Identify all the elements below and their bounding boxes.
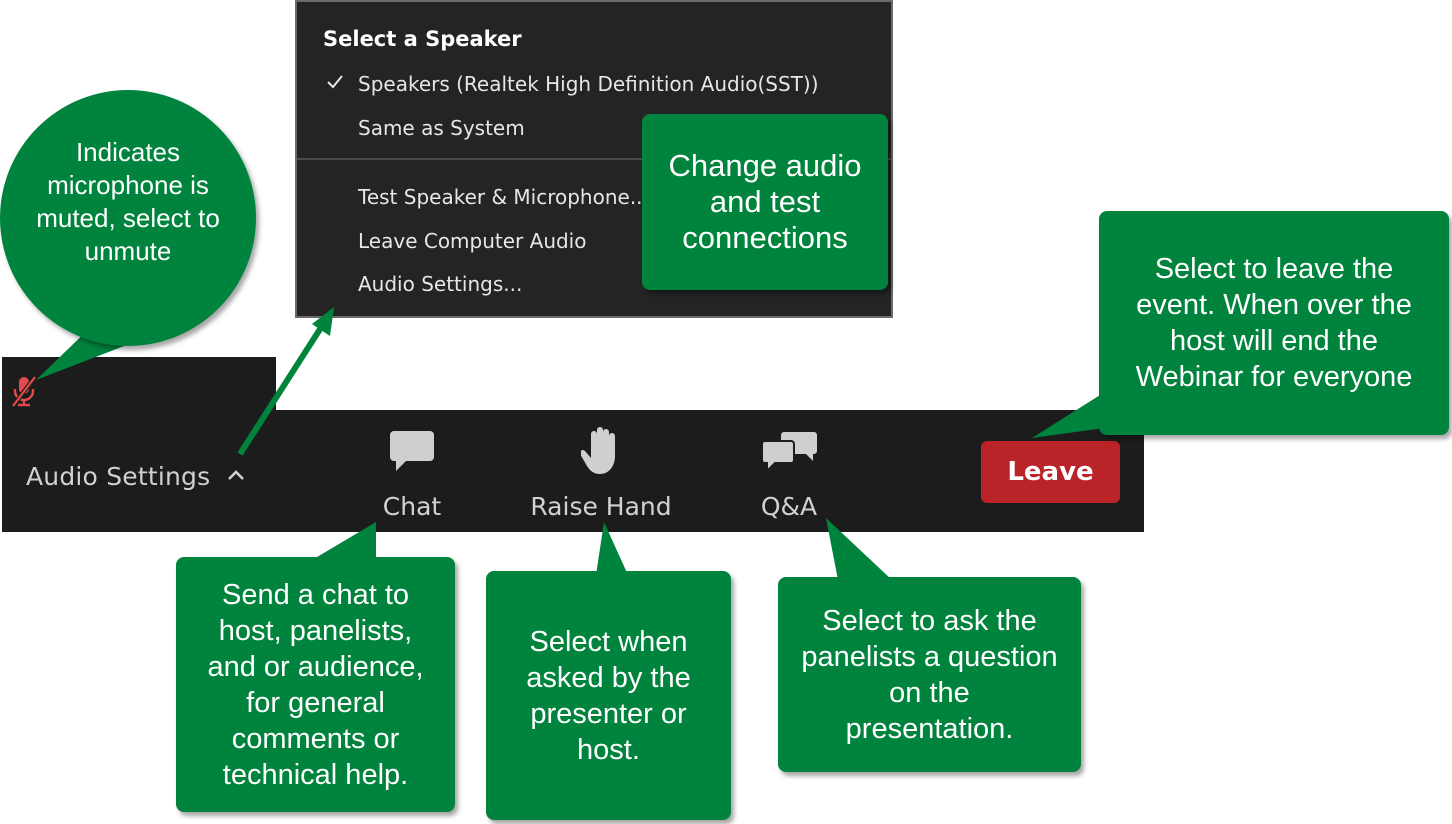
- callout-line: connections: [682, 220, 848, 255]
- leave-callout: Select to leave the event. When over the…: [1099, 211, 1449, 435]
- callout-line: muted, select: [36, 203, 191, 233]
- participant-video-strip: [2, 357, 276, 413]
- callout-line: comments or: [231, 722, 400, 755]
- callout-line: host.: [577, 733, 640, 766]
- callout-line: host will end the: [1170, 325, 1378, 357]
- callout-line: and or audience,: [207, 650, 424, 683]
- callout-line: technical help.: [222, 758, 409, 791]
- leave-button[interactable]: Leave: [981, 441, 1120, 503]
- callout-line: Change audio: [668, 148, 862, 183]
- raise-hand-callout: Select when asked by the presenter or ho…: [486, 571, 731, 820]
- raise-hand-button-label[interactable]: Raise Hand: [530, 492, 672, 521]
- audio-arrow-line: [237, 324, 325, 456]
- menu-divider: [297, 158, 891, 160]
- callout-line: to unmute: [84, 203, 220, 266]
- audio-settings-button[interactable]: Audio Settings: [26, 462, 211, 491]
- chevron-up-icon[interactable]: [226, 468, 246, 482]
- qa-callout-tail: [826, 518, 892, 580]
- menu-heading: Select a Speaker: [323, 27, 522, 51]
- audio-callout: Change audio and test connections: [642, 114, 888, 290]
- callout-line: microphone is: [47, 170, 209, 200]
- callout-line: Select to ask the: [822, 604, 1037, 637]
- callout-line: Select to leave the: [1154, 253, 1394, 285]
- checkmark-icon: [327, 75, 343, 89]
- callout-line: Indicates: [75, 137, 181, 167]
- callout-line: presentation.: [845, 712, 1014, 745]
- chat-bubble-icon[interactable]: [388, 428, 436, 474]
- callout-line: host, panelists,: [218, 614, 413, 647]
- callout-line: on the: [889, 676, 970, 709]
- chat-button-label[interactable]: Chat: [382, 492, 442, 521]
- qa-callout: Select to ask the panelists a question o…: [778, 577, 1081, 772]
- chat-callout-tail: [312, 522, 376, 560]
- menu-item-leave-computer-audio[interactable]: Leave Computer Audio: [358, 229, 587, 253]
- callout-line: Webinar for everyone: [1135, 361, 1413, 393]
- raise-hand-icon[interactable]: [581, 426, 625, 476]
- callout-line: and test: [709, 184, 821, 219]
- chat-callout: Send a chat to host, panelists, and or a…: [176, 557, 455, 812]
- callout-line: asked by the: [526, 661, 691, 694]
- menu-item-same-as-system[interactable]: Same as System: [358, 116, 525, 140]
- menu-item-speakers[interactable]: Speakers (Realtek High Definition Audio(…: [358, 72, 819, 96]
- callout-line: for general: [246, 686, 385, 719]
- menu-item-audio-settings[interactable]: Audio Settings...: [358, 272, 523, 296]
- qa-bubbles-icon[interactable]: [760, 428, 820, 474]
- callout-line: event. When over the: [1136, 289, 1412, 321]
- webinar-toolbar: [2, 410, 1144, 532]
- audio-arrow-head: [312, 307, 334, 336]
- callout-line: presenter or: [530, 697, 687, 730]
- hand-callout-tail: [596, 522, 628, 575]
- callout-line: Select when: [529, 625, 688, 658]
- menu-item-test-speaker[interactable]: Test Speaker & Microphone...: [358, 185, 649, 209]
- callout-line: Send a chat to: [221, 578, 410, 611]
- mute-callout-bubble: Indicates microphone is muted, select to…: [0, 90, 256, 346]
- callout-line: panelists a question: [801, 640, 1058, 673]
- qa-button-label[interactable]: Q&A: [760, 492, 818, 521]
- mic-muted-icon[interactable]: [8, 374, 40, 408]
